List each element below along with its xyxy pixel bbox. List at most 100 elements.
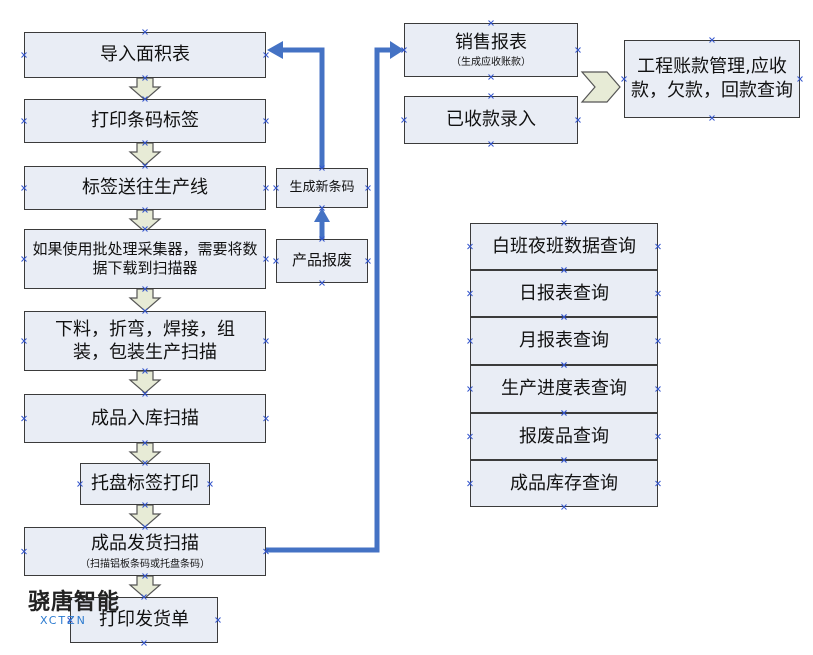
query-monthly-box: 月报表查询 — [470, 317, 658, 365]
connection-marker — [21, 52, 27, 58]
connection-marker — [575, 47, 581, 53]
connection-marker — [467, 338, 473, 344]
scrap-to-newcode-arrowhead — [314, 208, 330, 222]
connection-marker — [467, 433, 473, 440]
connection-marker — [142, 368, 148, 374]
connection-marker — [263, 52, 269, 58]
connection-marker — [319, 205, 325, 211]
step-ship-box: 成品发货扫描 （扫描铝板条码或托盘条码） — [24, 527, 266, 576]
connection-marker — [561, 504, 567, 510]
connection-marker — [561, 457, 567, 463]
connection-marker — [263, 185, 269, 191]
connection-marker — [655, 480, 661, 487]
query-inventory-label: 成品库存查询 — [510, 472, 618, 494]
connection-marker — [467, 243, 473, 250]
step-download-label: 如果使用批处理采集器，需要将数据下载到扫描器 — [32, 239, 258, 278]
connection-marker — [488, 93, 494, 99]
query-scrap-box: 报废品查询 — [470, 413, 658, 460]
connection-marker — [142, 140, 148, 146]
connection-marker — [142, 502, 148, 508]
connection-marker — [263, 548, 269, 555]
connection-marker — [142, 524, 148, 530]
logo-subtext: XCTZN — [40, 614, 87, 627]
connection-marker — [561, 267, 567, 273]
connection-marker — [467, 290, 473, 297]
sales-report-label: 销售报表 — [455, 31, 527, 53]
connection-marker — [142, 573, 148, 579]
new-code-label: 生成新条码 — [289, 179, 355, 195]
connection-marker — [319, 165, 325, 171]
connection-marker — [401, 117, 407, 123]
connection-marker — [467, 480, 473, 487]
project-accounts-label: 工程账款管理,应收款，欠款，回款查询 — [631, 55, 793, 101]
connection-marker — [561, 410, 567, 416]
connection-marker — [655, 243, 661, 250]
query-daily-label: 日报表查询 — [519, 282, 609, 304]
scrap-box: 产品报废 — [276, 239, 368, 283]
connection-marker — [142, 226, 148, 232]
connection-marker — [142, 96, 148, 102]
connection-marker — [621, 76, 627, 82]
connection-marker — [561, 314, 567, 320]
step-warehouse-label: 成品入库扫描 — [91, 407, 199, 429]
step-production-label: 下料，折弯，焊接，组装，包装生产扫描 — [55, 318, 235, 363]
connection-marker — [21, 185, 27, 191]
connection-marker — [709, 37, 715, 43]
connection-marker — [141, 640, 147, 646]
connection-marker — [142, 308, 148, 314]
connection-marker — [273, 185, 279, 191]
connection-marker — [273, 258, 279, 264]
query-progress-label: 生产进度表查询 — [501, 378, 627, 400]
connection-marker — [21, 256, 27, 262]
connection-marker — [21, 338, 27, 344]
step-print-ship-label: 打印发货单 — [99, 609, 189, 631]
connection-marker — [207, 481, 213, 487]
ship-to-sales-line — [265, 47, 390, 553]
sales-to-project-chevron — [580, 71, 621, 103]
connection-marker — [488, 20, 494, 26]
connection-marker — [21, 415, 27, 422]
sales-report-sublabel: （生成应收账款） — [451, 57, 531, 69]
connection-marker — [365, 185, 371, 191]
step-send-line-label: 标签送往生产线 — [82, 177, 208, 199]
step-import-label: 导入面积表 — [100, 44, 190, 66]
connection-marker — [142, 207, 148, 213]
query-monthly-label: 月报表查询 — [519, 330, 609, 352]
received-label: 已收款录入 — [446, 109, 536, 131]
connection-marker — [467, 386, 473, 392]
connection-marker — [142, 391, 148, 397]
query-scrap-label: 报废品查询 — [519, 425, 609, 447]
connection-marker — [142, 75, 148, 81]
connection-marker — [655, 338, 661, 344]
connection-marker — [319, 236, 325, 242]
connection-marker — [263, 338, 269, 344]
connection-marker — [655, 290, 661, 297]
step-warehouse-box: 成品入库扫描 — [24, 394, 266, 443]
step-ship-label: 成品发货扫描 — [91, 533, 199, 555]
connection-marker — [263, 415, 269, 422]
ship-to-sales-arrowhead — [390, 41, 404, 59]
scrap-label: 产品报废 — [291, 251, 352, 270]
received-box: 已收款录入 — [404, 96, 578, 144]
connection-marker — [709, 115, 715, 121]
connection-marker — [488, 74, 494, 80]
step-pallet-label: 托盘标签打印 — [91, 473, 199, 495]
connection-marker — [655, 433, 661, 440]
logo-text: 骁唐智能 — [28, 590, 121, 615]
step-ship-sublabel: （扫描铝板条码或托盘条码） — [80, 558, 210, 570]
newcode-to-import-arrowhead — [267, 41, 283, 59]
connection-marker — [142, 440, 148, 446]
connection-marker — [263, 118, 269, 124]
connection-marker — [67, 617, 73, 623]
connection-marker — [142, 29, 148, 35]
connection-marker — [142, 460, 148, 466]
connection-marker — [142, 163, 148, 169]
step-print-label-box: 打印条码标签 — [24, 99, 266, 143]
connection-marker — [488, 141, 494, 147]
step-pallet-box: 托盘标签打印 — [80, 463, 210, 505]
connection-marker — [77, 481, 83, 487]
connection-marker — [655, 386, 661, 392]
connection-marker — [319, 280, 325, 286]
